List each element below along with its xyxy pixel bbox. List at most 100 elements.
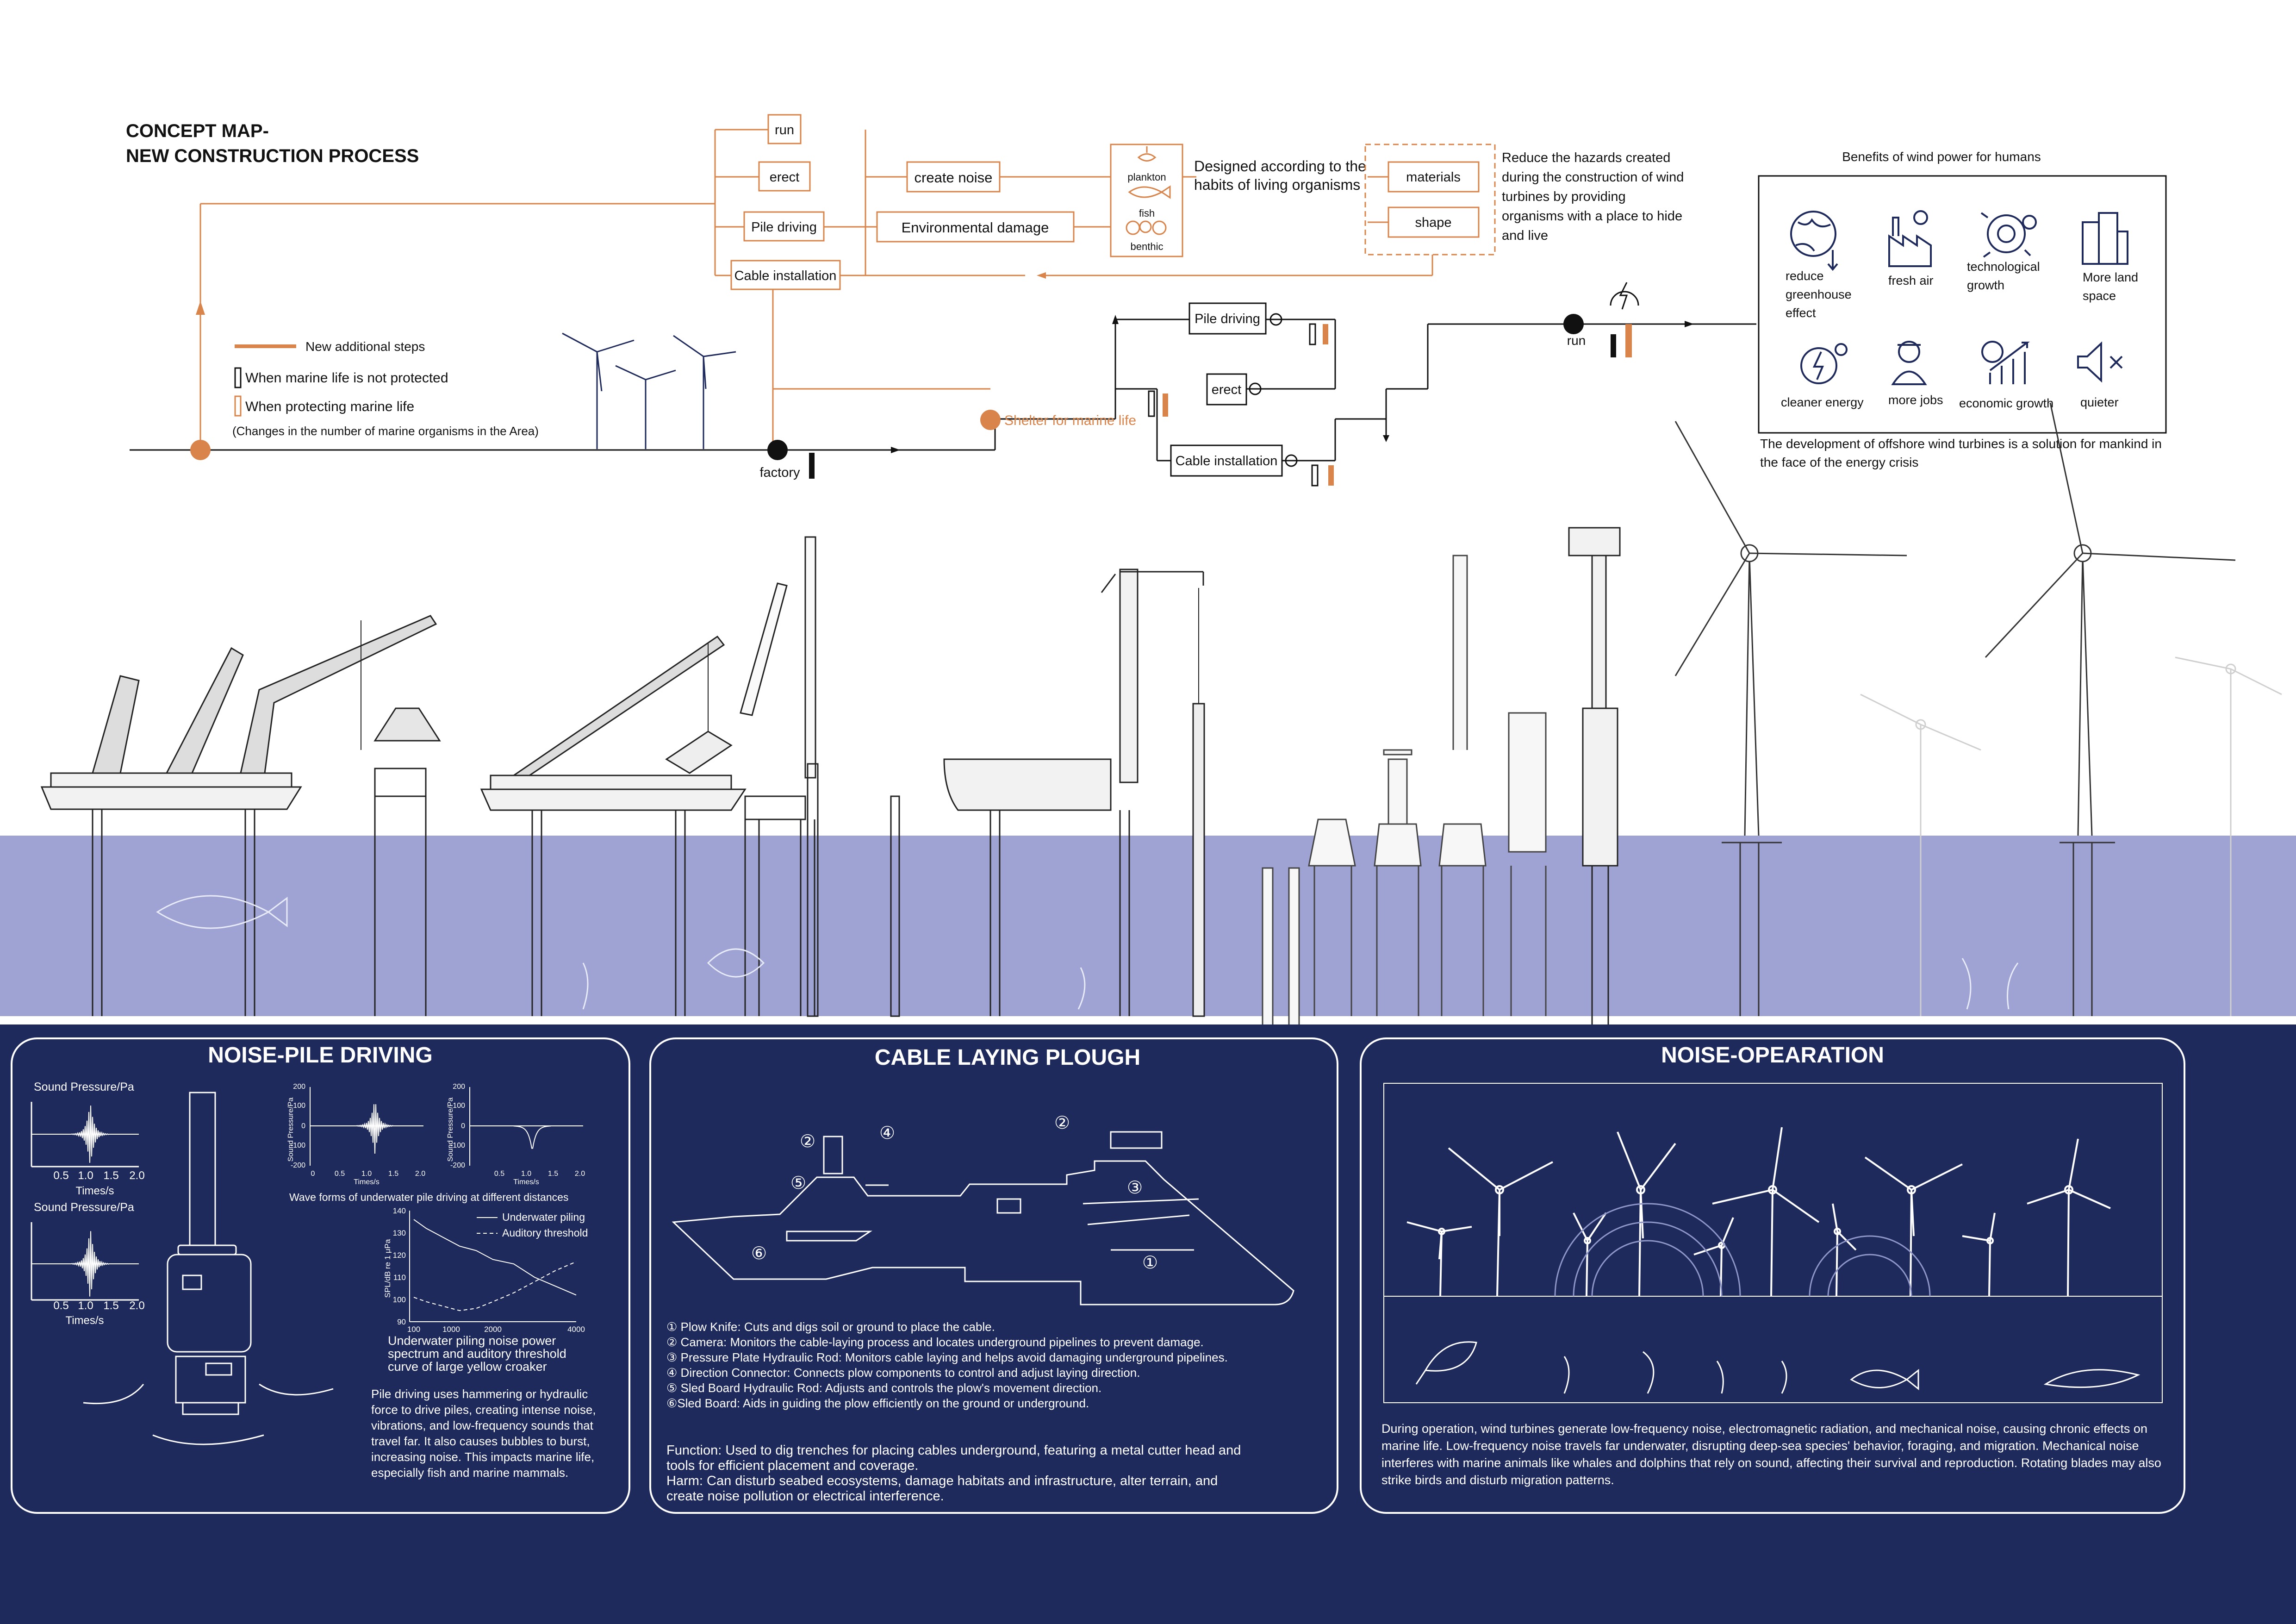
design-dashed-box: [1364, 144, 1496, 256]
materials-box: materials: [1388, 161, 1480, 193]
buildings-icon: [2082, 212, 2128, 265]
flow-arrow: [891, 447, 900, 453]
wave-1-line: [31, 1106, 139, 1163]
svg-text:When protecting marine life: When protecting marine life: [245, 399, 414, 414]
svg-text:Times/s: Times/s: [354, 1178, 379, 1186]
lightning-icon: [1610, 282, 1639, 310]
barge-3: [943, 568, 1205, 1017]
svg-text:Underwater piling: Underwater piling: [502, 1211, 585, 1223]
svg-text:growth: growth: [1967, 278, 2004, 292]
svg-text:①: ①: [1142, 1253, 1158, 1273]
panel-noise-operation: NOISE-OPEARATION During operation, wi: [1360, 1037, 2185, 1514]
svg-text:Sound Pressure/Pa: Sound Pressure/Pa: [34, 1201, 134, 1214]
water-band: [0, 836, 2296, 1016]
svg-text:-100: -100: [450, 1142, 465, 1149]
offshore-turbine-2: [1985, 402, 2236, 1016]
svg-text:(Changes in the number of mari: (Changes in the number of marine organis…: [232, 424, 539, 438]
panel-pile-driving: NOISE-PILE DRIVING Sound Pressure/Pa 0.5…: [11, 1037, 630, 1514]
svg-text:1.5: 1.5: [103, 1169, 118, 1182]
svg-text:⑤ Sled Board Hydraulic Rod: Ad: ⑤ Sled Board Hydraulic Rod: Adjusts and …: [666, 1381, 1101, 1395]
svg-text:100: 100: [293, 1102, 305, 1110]
svg-text:⑥: ⑥: [751, 1244, 767, 1263]
panel-cable-plough: CABLE LAYING PLOUGH ① ② ② ③ ④ ⑤ ⑥ ① Plow…: [649, 1037, 1338, 1514]
run-bar-orange: [1625, 324, 1632, 357]
svg-text:Times/s: Times/s: [513, 1178, 539, 1186]
svg-text:②: ②: [1054, 1113, 1070, 1133]
svg-text:-200: -200: [291, 1162, 305, 1169]
benefit-labels: reduce greenhouse effect fresh air techn…: [1781, 260, 2138, 410]
benefits-caption-2: the face of the energy crisis: [1760, 455, 1918, 469]
spl-x-tick: 1000: [442, 1325, 460, 1334]
factory-bar: [809, 453, 815, 479]
bottom-band: [0, 1024, 2296, 1624]
step-pile-driving: Pile driving: [743, 211, 825, 242]
svg-text:2.0: 2.0: [415, 1170, 425, 1178]
svg-text:0.5: 0.5: [494, 1170, 504, 1178]
plough-parts-list: ① Plow Knife: Cuts and digs soil or grou…: [666, 1320, 1228, 1410]
growth-chart-icon: [1981, 341, 2030, 384]
wave-chart-1: Sound Pressure/Pa 0.5 1.0 1.5 2.0 Times/…: [31, 1081, 145, 1197]
svg-text:Function: Used to dig trenches: Function: Used to dig trenches for placi…: [666, 1443, 1241, 1458]
svg-text:benthic: benthic: [1131, 241, 1164, 252]
svg-text:create noise pollution or elec: create noise pollution or electrical int…: [666, 1489, 944, 1504]
reduce-hazards-text: Reduce the hazards created during the co…: [1502, 150, 1684, 243]
svg-text:Sound Pressure/Pa: Sound Pressure/Pa: [287, 1098, 295, 1162]
svg-text:Environmental damage: Environmental damage: [902, 219, 1049, 236]
speaker-mute-icon: [2077, 341, 2123, 383]
svg-text:When marine life is not protec: When marine life is not protected: [245, 370, 448, 386]
svg-text:reduce: reduce: [1786, 269, 1824, 283]
svg-text:run: run: [775, 123, 794, 137]
svg-text:Underwater piling noise power: Underwater piling noise power: [388, 1334, 556, 1348]
svg-text:New additional steps: New additional steps: [305, 339, 425, 354]
svg-text:erect: erect: [770, 170, 799, 185]
svg-text:⑥Sled Board: Aids in guiding t: ⑥Sled Board: Aids in guiding the plow ef…: [666, 1396, 1089, 1410]
operation-sea-creatures: [1415, 1341, 2140, 1394]
svg-text:1.0: 1.0: [78, 1169, 93, 1182]
svg-text:fresh air: fresh air: [1888, 274, 1934, 287]
svg-text:especially fish and marine mam: especially fish and marine mammals.: [371, 1466, 568, 1480]
operation-turbines: [1406, 1127, 2111, 1297]
svg-text:0.5: 0.5: [335, 1170, 345, 1178]
svg-text:economic growth: economic growth: [1959, 396, 2053, 410]
barge-2: [480, 536, 900, 1017]
svg-text:interferes with marine animals: interferes with marine animals like whal…: [1381, 1456, 2161, 1470]
ocean-scene: [0, 402, 2296, 1030]
gear-icon: [1980, 212, 2037, 258]
svg-text:force to drive piles, creating: force to drive piles, creating intense n…: [371, 1403, 596, 1417]
svg-text:organisms with a place to hide: organisms with a place to hide: [1502, 209, 1682, 224]
svg-text:factory: factory: [759, 465, 800, 480]
benefits-caption-1: The development of offshore wind turbine…: [1760, 437, 2162, 451]
fish-icon: [156, 895, 765, 978]
svg-text:2.0: 2.0: [129, 1169, 144, 1182]
coral-icon: [582, 958, 2019, 1010]
svg-text:spectrum and auditory threshol: spectrum and auditory threshold: [388, 1347, 566, 1361]
svg-text:shape: shape: [1415, 215, 1451, 230]
svg-text:space: space: [2083, 289, 2116, 303]
svg-text:Harm: Can disturb seabed ecosy: Harm: Can disturb seabed ecosystems, dam…: [666, 1474, 1218, 1488]
svg-text:fish: fish: [1139, 207, 1155, 219]
globe-icon: [1790, 211, 1838, 271]
pile-description: Pile driving uses hammering or hydraulic…: [371, 1387, 596, 1480]
plough-illustration: [672, 1131, 1294, 1305]
svg-text:Pile driving: Pile driving: [1195, 312, 1260, 326]
faded-turbines: [1860, 656, 2282, 1016]
spl-y-tick: 120: [393, 1251, 406, 1260]
svg-text:-200: -200: [450, 1162, 465, 1169]
spl-threshold-line: [413, 1261, 577, 1312]
branch-cable-installation: Cable installation: [1170, 444, 1334, 487]
jacket-foundations: [1262, 555, 1547, 1029]
svg-text:0: 0: [311, 1170, 315, 1178]
svg-text:Times/s: Times/s: [75, 1185, 114, 1197]
plough-callouts: ① ② ② ③ ④ ⑤ ⑥: [751, 1113, 1158, 1273]
panel-pile-title: NOISE-PILE DRIVING: [208, 1043, 432, 1068]
svg-text:vibrations, and low-frequency: vibrations, and low-frequency sounds tha…: [371, 1418, 594, 1432]
svg-text:④ Direction Connector: Connect: ④ Direction Connector: Connects plow com…: [666, 1366, 1140, 1380]
run-node: [1563, 314, 1584, 334]
svg-text:1.5: 1.5: [388, 1170, 398, 1178]
svg-text:create noise: create noise: [915, 169, 993, 186]
svg-text:erect: erect: [1212, 382, 1241, 397]
svg-text:Cable installation: Cable installation: [1176, 454, 1278, 468]
svg-text:materials: materials: [1406, 170, 1461, 185]
